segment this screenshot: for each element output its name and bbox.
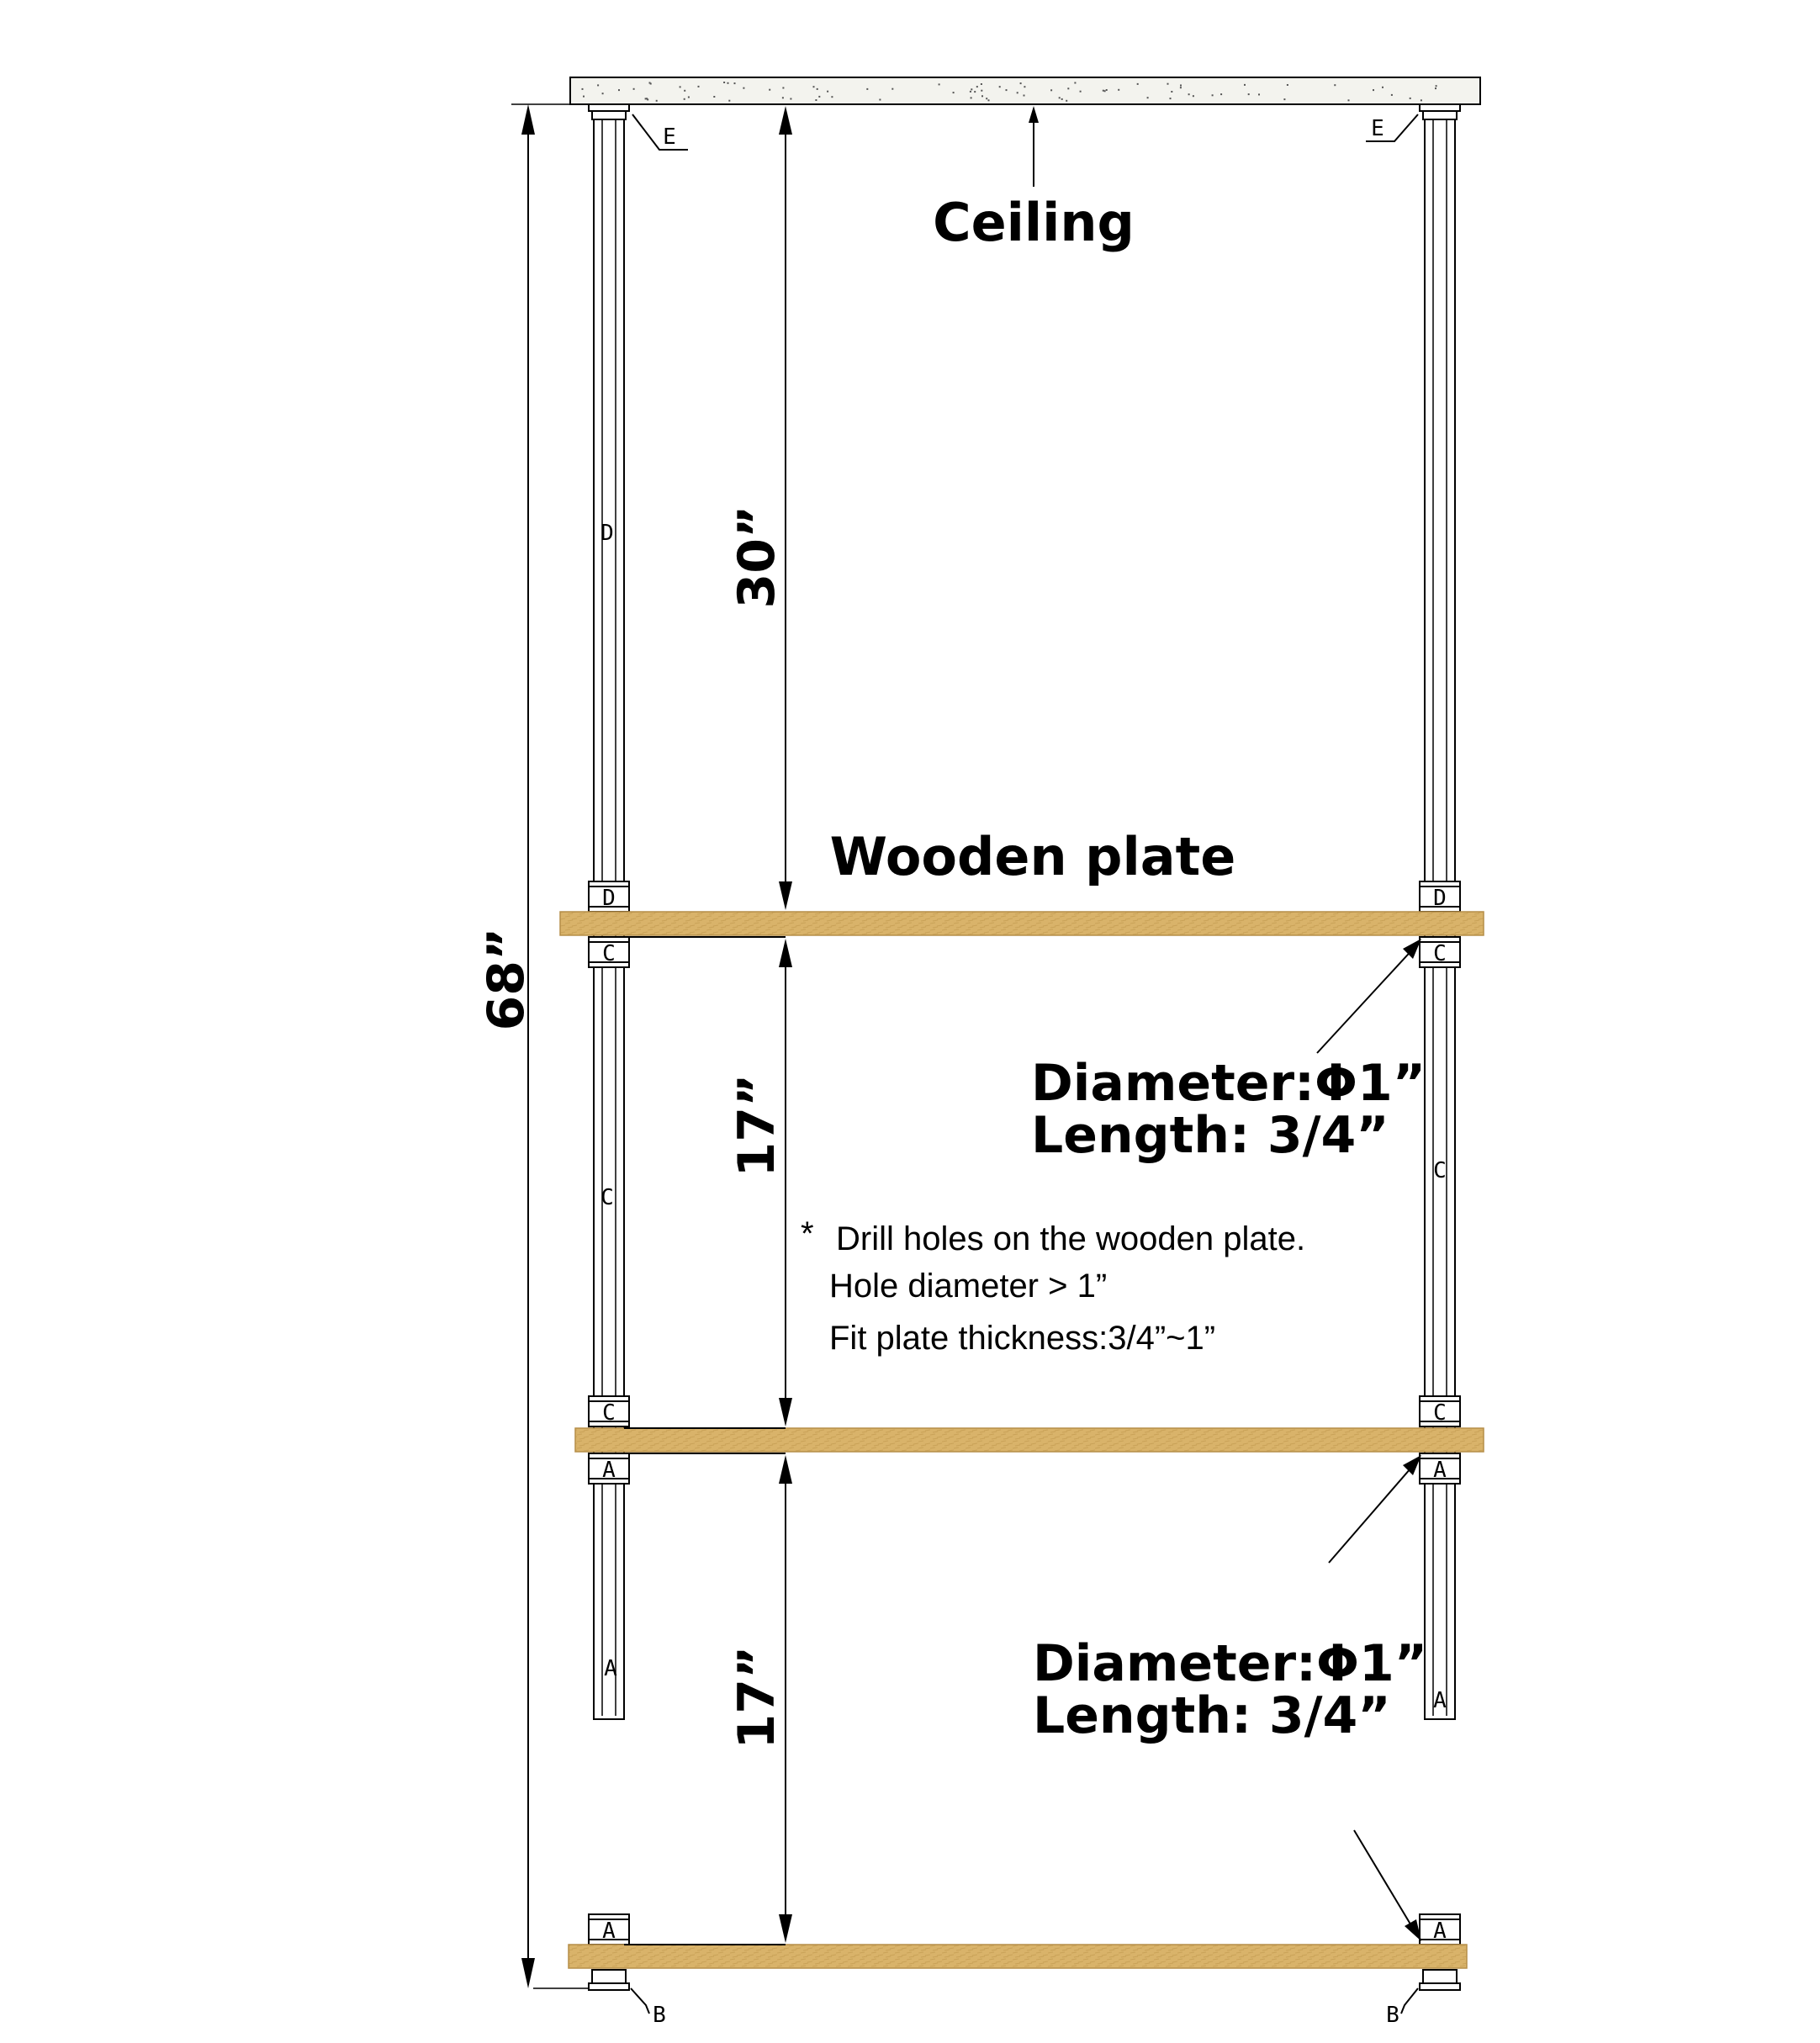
fitting-c-lower-right-label: C bbox=[1433, 1400, 1447, 1426]
part-label-a-left: A bbox=[604, 1656, 617, 1681]
wooden-plate-bottom bbox=[568, 1944, 1468, 1969]
part-label-c-left: C bbox=[600, 1185, 614, 1210]
ceiling-slab bbox=[569, 77, 1481, 105]
fitting-a-lower-right-label: A bbox=[1433, 1919, 1447, 1944]
spec-lower-arrowhead-bottom bbox=[1405, 1919, 1421, 1941]
fitting-d-left: D bbox=[588, 881, 630, 913]
ceiling-texture bbox=[581, 82, 1437, 102]
dimension-total-label: 68” bbox=[477, 928, 536, 1031]
leader-b-left bbox=[630, 1987, 650, 2014]
dimension-middle-label: 17” bbox=[727, 1074, 786, 1178]
fitting-a-lower-left-label: A bbox=[602, 1919, 616, 1944]
ceiling-label: Ceiling bbox=[933, 192, 1135, 253]
dimension-top bbox=[779, 106, 792, 910]
spec-lower-diameter: Diameter:Φ1” bbox=[1033, 1634, 1427, 1693]
leader-b-right bbox=[1400, 1987, 1419, 2014]
spec-lower-length: Length: 3/4” bbox=[1033, 1686, 1391, 1745]
fitting-c-upper-left-label: C bbox=[602, 941, 616, 966]
fitting-a-upper-right: A bbox=[1419, 1453, 1461, 1485]
fitting-d-right: D bbox=[1419, 881, 1461, 913]
flange-e-right bbox=[1419, 103, 1461, 120]
spec-upper-pointer bbox=[1316, 945, 1417, 1054]
fitting-c-upper-right-label: C bbox=[1433, 941, 1447, 966]
fitting-c-upper-left: C bbox=[588, 936, 630, 968]
leader-e-left bbox=[632, 114, 688, 151]
part-label-b-left: B bbox=[653, 2003, 666, 2028]
cap-b-right bbox=[1419, 1969, 1461, 1991]
part-label-e-right: E bbox=[1371, 116, 1384, 141]
part-label-e-left: E bbox=[663, 124, 676, 150]
part-label-b-right: B bbox=[1386, 2003, 1399, 2028]
spec-upper-diameter: Diameter:Φ1” bbox=[1031, 1054, 1426, 1113]
dimension-middle bbox=[624, 936, 792, 1429]
cap-b-left bbox=[588, 1969, 630, 1991]
fitting-d-left-label: D bbox=[602, 886, 616, 911]
fitting-c-upper-right: C bbox=[1419, 936, 1461, 968]
ceiling-pointer-arrowhead bbox=[1029, 106, 1039, 123]
wooden-plate-label: Wooden plate bbox=[830, 826, 1236, 887]
wooden-plate-middle bbox=[574, 1427, 1484, 1453]
dimension-bottom bbox=[624, 1453, 792, 1945]
fitting-a-upper-left-label: A bbox=[602, 1458, 616, 1483]
part-label-d-left: D bbox=[600, 521, 614, 546]
spec-upper-length: Length: 3/4” bbox=[1031, 1106, 1389, 1165]
spec-lower-pointer-bottom bbox=[1353, 1829, 1415, 1932]
spec-lower-pointer-top bbox=[1328, 1461, 1417, 1564]
note-line-2: Hole diameter > 1” bbox=[829, 1268, 1107, 1305]
fitting-a-lower-right: A bbox=[1419, 1913, 1461, 1945]
fitting-d-right-label: D bbox=[1433, 886, 1447, 911]
spec-upper-arrowhead bbox=[1403, 939, 1421, 959]
note-line-3: Fit plate thickness:3/4”~1” bbox=[829, 1320, 1215, 1357]
part-label-a-right: A bbox=[1433, 1688, 1447, 1713]
fitting-a-lower-left: A bbox=[588, 1913, 630, 1945]
dimension-total bbox=[511, 103, 589, 1989]
note-asterisk: * bbox=[801, 1215, 814, 1252]
dimension-top-label: 30” bbox=[727, 505, 786, 609]
note-line-1: Drill holes on the wooden plate. bbox=[836, 1220, 1305, 1257]
flange-e-left bbox=[588, 103, 630, 120]
dimension-bottom-label: 17” bbox=[727, 1646, 786, 1749]
spec-lower-arrowhead-top bbox=[1403, 1455, 1421, 1475]
part-label-c-right: C bbox=[1433, 1158, 1447, 1183]
leader-e-right bbox=[1366, 114, 1419, 142]
fitting-a-upper-left: A bbox=[588, 1453, 630, 1485]
fittings-group: D D C C C C A A A A bbox=[588, 881, 1461, 1945]
fitting-c-lower-left-label: C bbox=[602, 1400, 616, 1426]
fitting-c-lower-right: C bbox=[1419, 1395, 1461, 1427]
wooden-plate-top bbox=[559, 911, 1484, 936]
fitting-a-upper-right-label: A bbox=[1433, 1458, 1447, 1483]
fitting-c-lower-left: C bbox=[588, 1395, 630, 1427]
